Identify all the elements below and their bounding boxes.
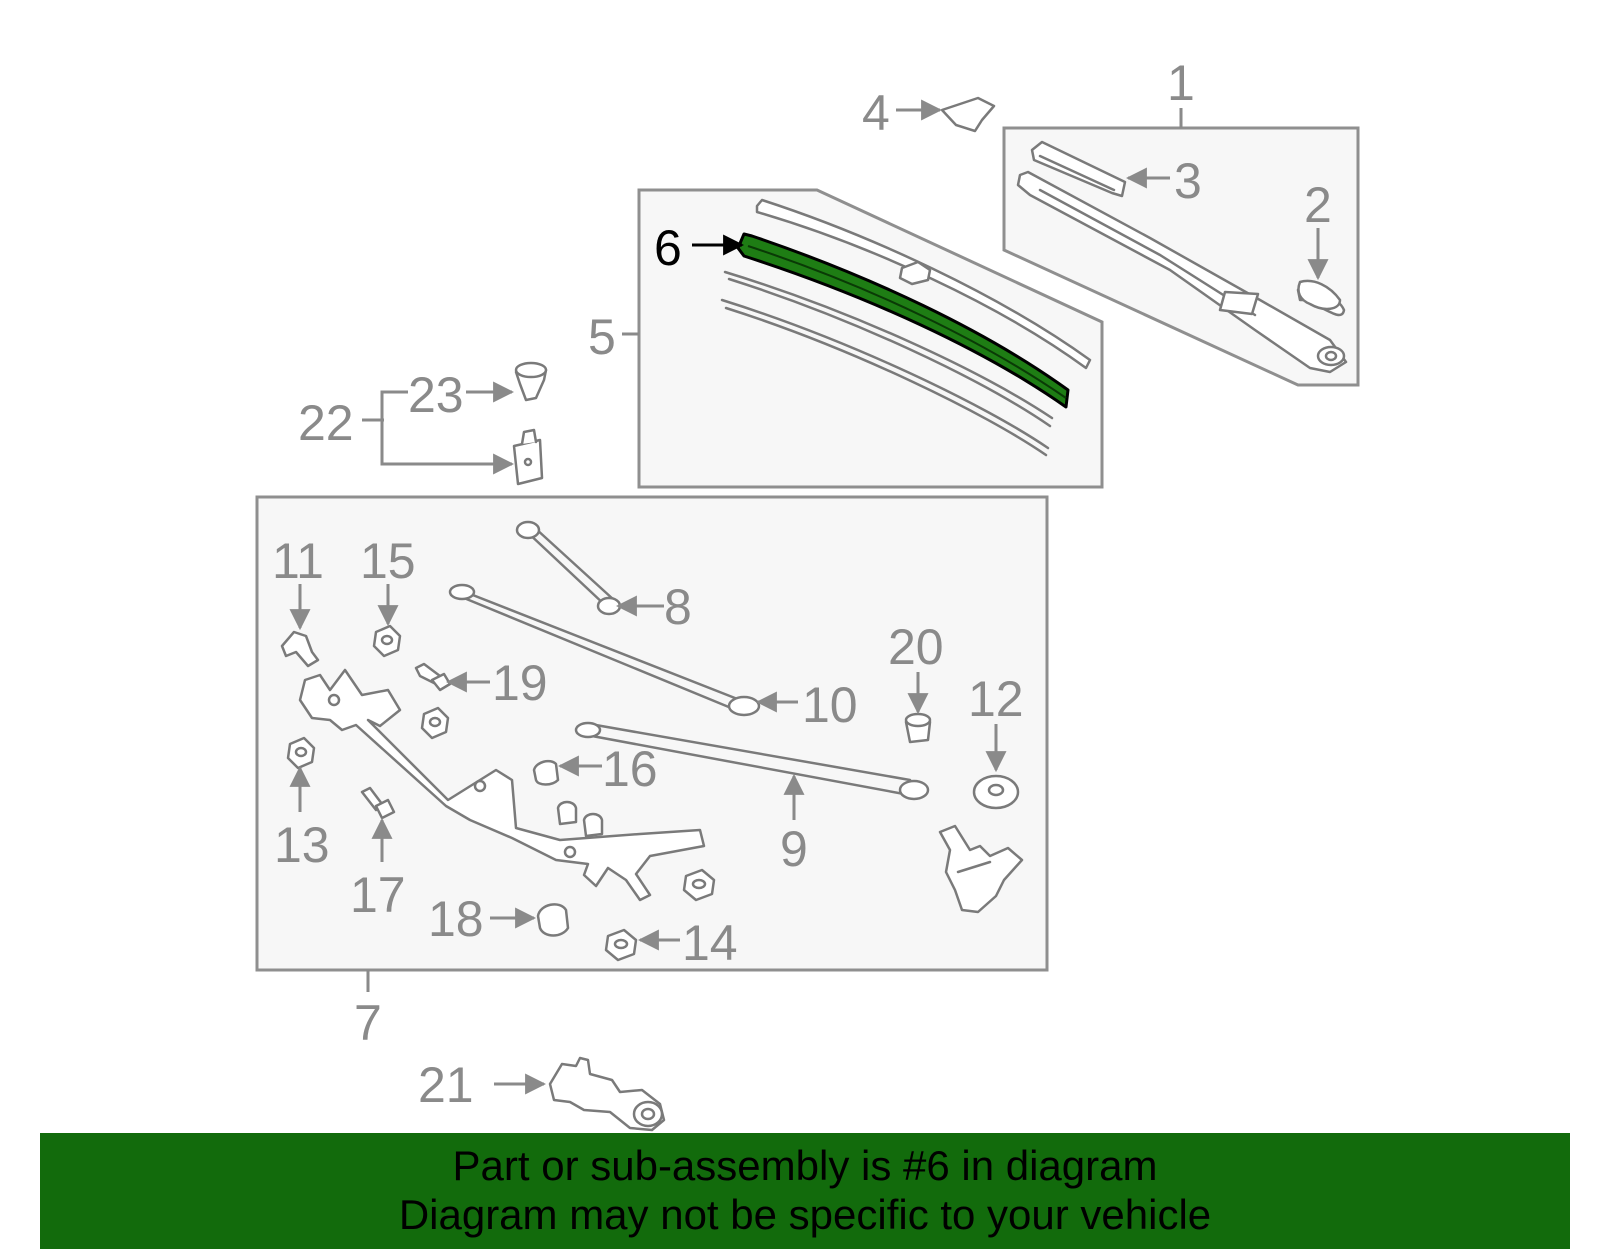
callout-20: 20 — [888, 619, 944, 675]
clip-part-23[interactable] — [514, 361, 548, 402]
pivot-part[interactable] — [938, 824, 1024, 914]
callout-labels: 1 2 3 4 5 6 7 8 9 10 11 12 13 14 15 16 1… — [272, 55, 1332, 1113]
bushing-part-18[interactable] — [536, 903, 570, 937]
wiper-refill-part-highlighted[interactable] — [736, 232, 1070, 409]
wiper-motor-part[interactable] — [548, 1056, 666, 1132]
link-rod-part-8[interactable] — [515, 520, 622, 616]
callout-7: 7 — [354, 995, 382, 1051]
callout-9: 9 — [780, 821, 808, 877]
callout-12: 12 — [968, 671, 1024, 727]
info-banner: Part or sub-assembly is #6 in diagram Di… — [40, 1133, 1570, 1249]
pivot-cap-part[interactable] — [1296, 279, 1346, 317]
callout-13: 13 — [274, 817, 330, 873]
banner-line-part-number: Part or sub-assembly is #6 in diagram — [452, 1142, 1158, 1189]
callout-1: 1 — [1167, 55, 1195, 111]
bracket-part-22[interactable] — [512, 428, 544, 486]
callout-16: 16 — [602, 741, 658, 797]
link-rod-part-10[interactable] — [448, 583, 761, 717]
wiper-arm-part[interactable] — [1016, 170, 1348, 374]
callout-19: 19 — [492, 655, 548, 711]
banner-line-disclaimer: Diagram may not be specific to your vehi… — [398, 1191, 1212, 1238]
callout-11: 11 — [272, 533, 324, 589]
callout-15: 15 — [360, 533, 416, 589]
nut-part-14b[interactable] — [682, 868, 716, 902]
arm-cover-part[interactable] — [1030, 140, 1127, 198]
bushing-pair-part[interactable] — [556, 800, 604, 838]
callout-8: 8 — [664, 579, 692, 635]
arm-clip-part[interactable] — [940, 96, 996, 133]
clip-part-11[interactable] — [280, 630, 320, 668]
linkage-frame-part[interactable] — [298, 668, 706, 902]
nut-part-13[interactable] — [286, 736, 316, 770]
callout-22: 22 — [298, 395, 354, 451]
callout-21: 21 — [418, 1057, 474, 1113]
nut-part-19b[interactable] — [420, 706, 450, 740]
callout-6-highlighted: 6 — [654, 220, 682, 276]
bushing-part-20[interactable] — [904, 712, 932, 744]
blade-frame-part[interactable] — [720, 198, 1092, 457]
leader-lines — [289, 99, 1329, 1095]
nut-part-14[interactable] — [604, 928, 638, 962]
callout-17: 17 — [350, 867, 406, 923]
blade-assembly-box — [637, 188, 1104, 489]
washer-part-12[interactable] — [972, 774, 1020, 810]
callout-3: 3 — [1174, 153, 1202, 209]
callout-23: 23 — [408, 367, 464, 423]
callout-4: 4 — [862, 85, 890, 141]
callout-18: 18 — [428, 891, 484, 947]
callout-5: 5 — [588, 309, 616, 365]
bolt-part-17[interactable] — [360, 786, 396, 820]
nut-part-15[interactable] — [372, 624, 402, 658]
callout-10: 10 — [802, 677, 858, 733]
callout-14: 14 — [682, 915, 738, 971]
callout-2: 2 — [1304, 177, 1332, 233]
bushing-part-16[interactable] — [532, 759, 560, 786]
link-rod-part-9[interactable] — [574, 721, 930, 801]
